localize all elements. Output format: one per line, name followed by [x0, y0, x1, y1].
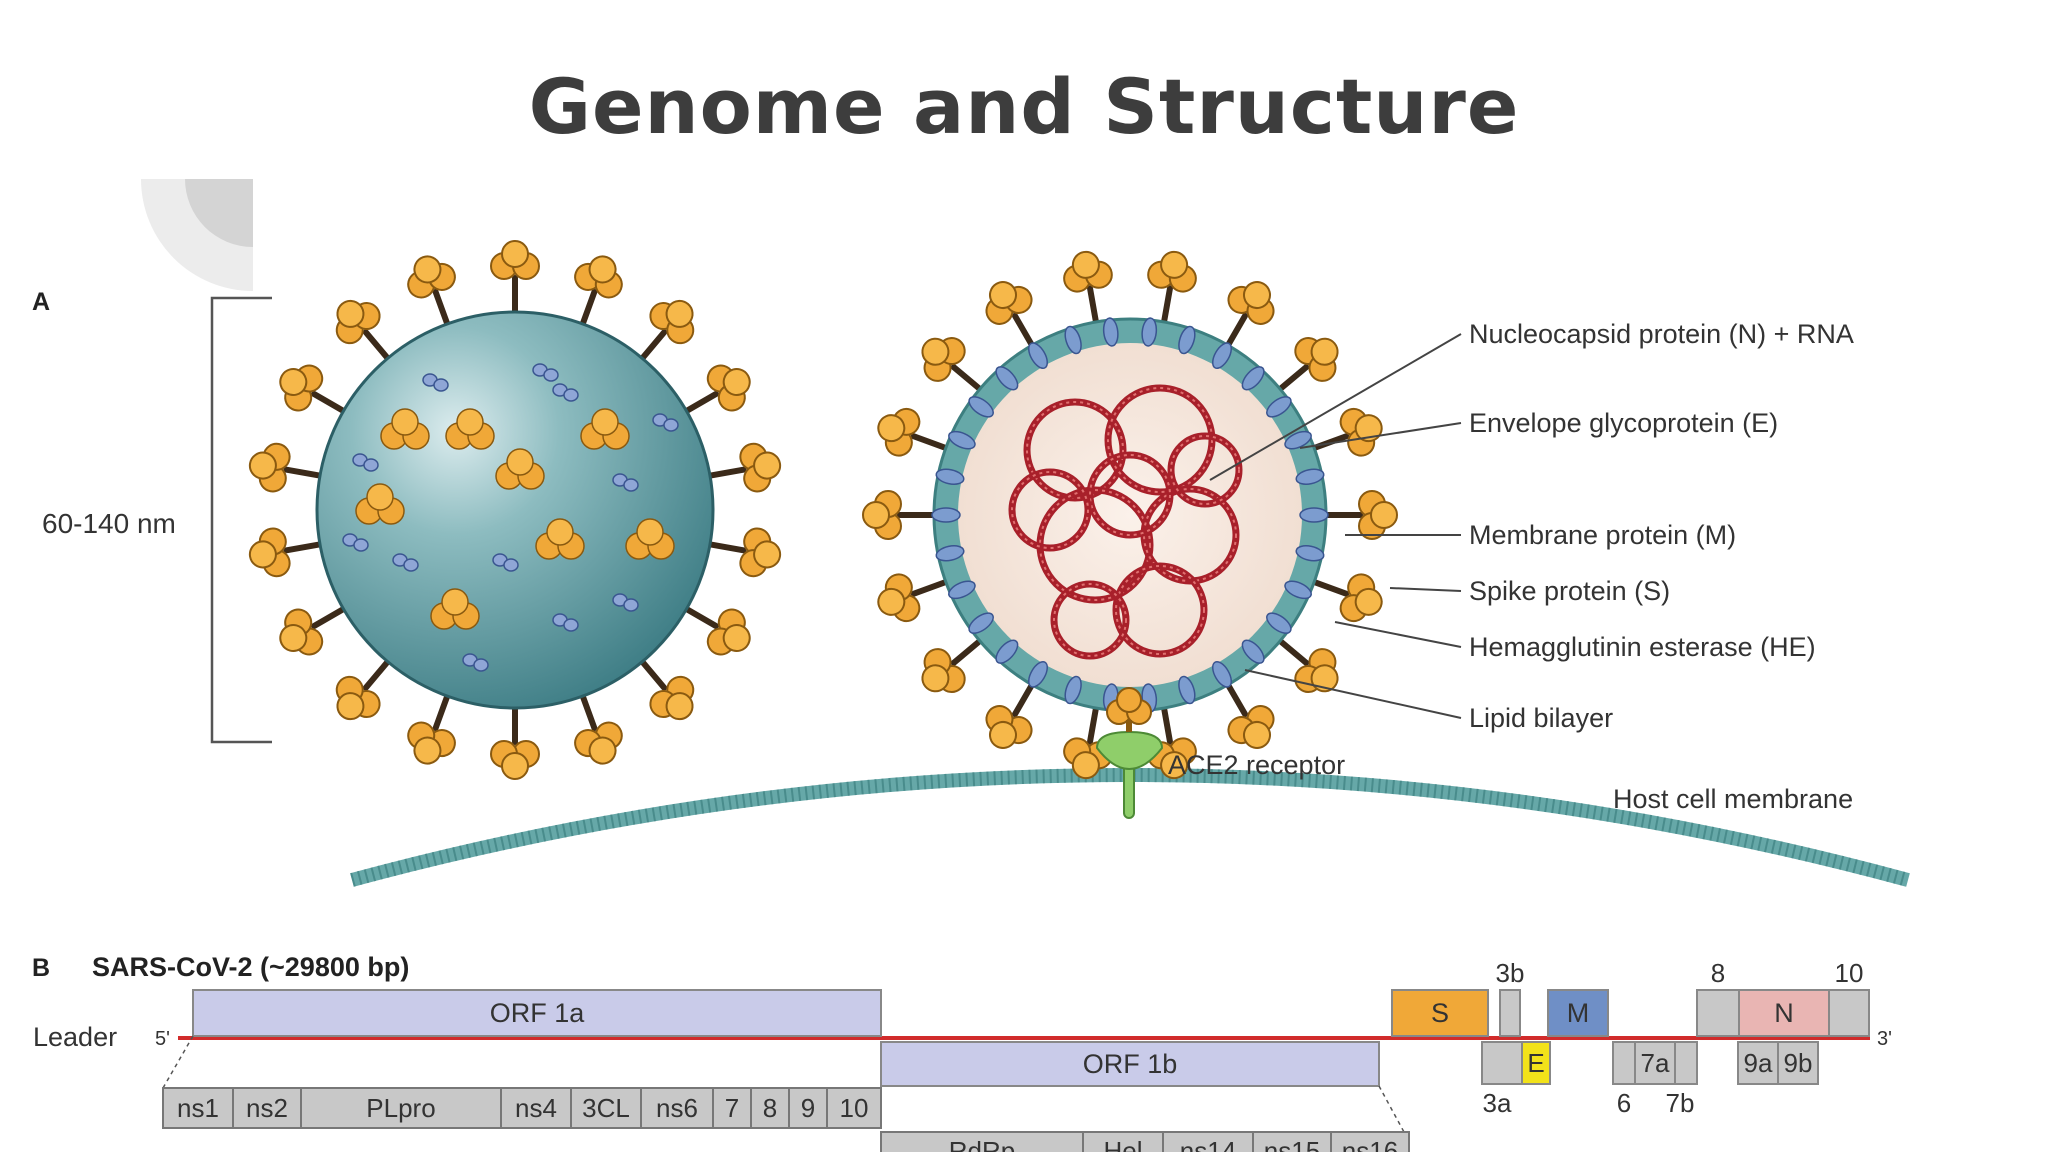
- labels-below: 3a 6 7b: [1483, 1088, 1695, 1118]
- host-membrane-label: Host cell membrane: [1613, 784, 1853, 814]
- projection-lines: [162, 1035, 1405, 1133]
- gene-m-box: [1547, 989, 1609, 1037]
- label-3b: 3b: [1496, 958, 1525, 988]
- callout-envelope: Envelope glycoprotein (E): [1469, 408, 1778, 438]
- callout-lines: [1209, 333, 1462, 719]
- nsp-ns16: ns16: [1342, 1136, 1398, 1152]
- genome-title: SARS-CoV-2 (~29800 bp): [92, 952, 409, 982]
- gene-3a-box: [1481, 1041, 1523, 1085]
- virion-cross-section: [862, 250, 1398, 780]
- callout-hemagglutinin: Hemagglutinin esterase (HE): [1469, 632, 1816, 662]
- gene-n-box: [1738, 989, 1830, 1037]
- label-6: 6: [1617, 1088, 1631, 1118]
- label-3a: 3a: [1483, 1088, 1512, 1118]
- nsp-plpro: PLpro: [366, 1093, 435, 1123]
- callout-labels: Nucleocapsid protein (N) + RNA Envelope …: [1469, 319, 1854, 733]
- corner-decoration: [141, 179, 253, 291]
- ace2-receptor: [1095, 687, 1164, 819]
- gene-6-box: [1612, 1041, 1636, 1085]
- nsp-7: 7: [725, 1093, 739, 1123]
- three-prime-label: 3': [1877, 1028, 1892, 1050]
- ace2-label: ACE2 receptor: [1168, 750, 1345, 780]
- callout-spike: Spike protein (S): [1469, 576, 1670, 606]
- label-10: 10: [1835, 958, 1864, 988]
- gene-e-box: [1521, 1041, 1551, 1085]
- nsp-1b-row: RdRp Hel ns14 ns15 ns16: [880, 1131, 1410, 1152]
- five-prime-label: 5': [155, 1028, 170, 1050]
- size-bracket: [210, 296, 272, 744]
- label-8: 8: [1711, 958, 1725, 988]
- nsp-1a-row: ns1 ns2 PLpro ns4 3CL ns6 7 8 9 10: [162, 1087, 882, 1129]
- nsp-ns2: ns2: [246, 1093, 288, 1123]
- gene-9a-box: [1737, 1041, 1779, 1085]
- nsp-8: 8: [763, 1093, 777, 1123]
- leader-label: Leader: [33, 1022, 117, 1052]
- label-7b: 7b: [1666, 1088, 1695, 1118]
- gene-8-box: [1696, 989, 1740, 1037]
- nsp-ns4: ns4: [515, 1093, 557, 1123]
- nsp-hel: Hel: [1103, 1136, 1142, 1152]
- gene-s-label: S: [1431, 998, 1449, 1028]
- page-title: Genome and Structure: [528, 62, 1520, 151]
- nsp-ns15: ns15: [1264, 1136, 1320, 1152]
- orf1a-label: ORF 1a: [490, 998, 586, 1028]
- labels-above: 3b 8 10: [1496, 958, 1864, 988]
- gene-7a-box: [1634, 1041, 1676, 1085]
- nsp-3cl: 3CL: [582, 1093, 630, 1123]
- gene-10-box: [1828, 989, 1870, 1037]
- gene-9b-label: 9b: [1784, 1048, 1813, 1078]
- panel-b-label: B: [32, 954, 50, 982]
- size-label: 60-140 nm: [42, 508, 176, 539]
- genes-bottom: E 7a 9a 9b: [1481, 1041, 1819, 1085]
- nsp-ns14: ns14: [1180, 1136, 1236, 1152]
- gene-m-label: M: [1567, 998, 1590, 1028]
- gene-3b-box: [1499, 989, 1521, 1037]
- callout-membrane: Membrane protein (M): [1469, 520, 1736, 550]
- orf1a-box: [192, 989, 882, 1037]
- gene-9b-box: [1777, 1041, 1819, 1085]
- gene-e-label: E: [1527, 1048, 1544, 1078]
- gene-n-label: N: [1774, 998, 1794, 1028]
- nsp-10: 10: [840, 1093, 869, 1123]
- gene-7b-box: [1674, 1041, 1698, 1085]
- genes-top: S M N: [1391, 989, 1870, 1037]
- virion-exterior: [248, 240, 782, 780]
- panel-a-label: A: [32, 288, 50, 316]
- nsp-rdrp: RdRp: [949, 1136, 1015, 1152]
- nsp-ns1: ns1: [177, 1093, 219, 1123]
- orf1b-label: ORF 1b: [1083, 1049, 1178, 1079]
- nsp-ns6: ns6: [656, 1093, 698, 1123]
- orf1b-box: [880, 1041, 1380, 1087]
- callout-nucleocapsid: Nucleocapsid protein (N) + RNA: [1469, 319, 1854, 349]
- gene-7a-label: 7a: [1641, 1048, 1670, 1078]
- callout-lipid-bilayer: Lipid bilayer: [1469, 703, 1613, 733]
- nsp-9: 9: [801, 1093, 815, 1123]
- gene-9a-label: 9a: [1744, 1048, 1773, 1078]
- gene-s-box: [1391, 989, 1489, 1037]
